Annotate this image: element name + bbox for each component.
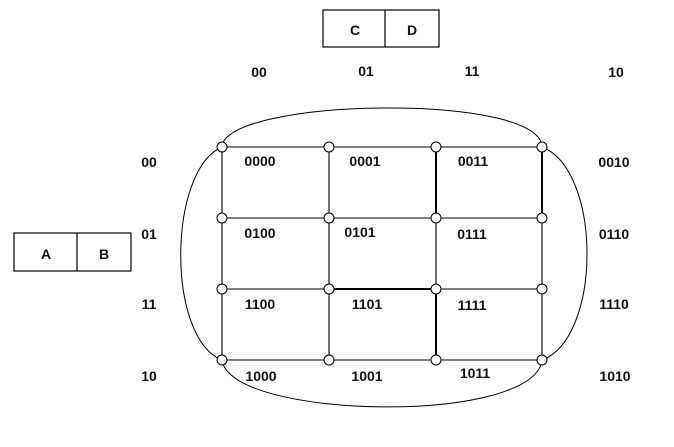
node	[536, 283, 548, 295]
node	[216, 354, 228, 366]
wraparound-edges	[180, 107, 588, 408]
column-label-3: 10	[608, 64, 624, 80]
cell-1000: 1000	[245, 368, 276, 384]
cell-0001: 0001	[349, 153, 380, 169]
row-label-2: 11	[142, 296, 157, 312]
grid-edges	[221, 146, 543, 361]
node	[216, 212, 228, 224]
grid-nodes	[216, 141, 548, 366]
node	[323, 212, 335, 224]
column-label-2: 11	[465, 63, 480, 79]
ab-variable-box: A B	[13, 232, 132, 272]
column-label-1: 01	[358, 63, 374, 79]
cell-0110: 0110	[599, 226, 630, 242]
node	[216, 283, 228, 295]
cell-0000: 0000	[244, 153, 275, 169]
node	[430, 212, 442, 224]
highlighted-edges	[329, 147, 543, 360]
left-wrap-edge	[180, 146, 223, 361]
variable-b: B	[99, 246, 109, 262]
row-label-0: 00	[141, 154, 157, 170]
cell-1100: 1100	[245, 296, 276, 312]
cell-1101: 1101	[352, 296, 383, 312]
cell-0111: 0111	[457, 226, 487, 242]
node	[323, 141, 335, 153]
right-wrap-edge	[541, 146, 588, 361]
cell-1110: 1110	[599, 296, 629, 312]
variable-c: C	[350, 22, 360, 38]
node	[430, 354, 442, 366]
node	[216, 141, 228, 153]
bottom-wrap-edge	[221, 359, 543, 408]
node	[323, 283, 335, 295]
cell-1111: 1111	[458, 297, 487, 313]
node	[536, 212, 548, 224]
top-wrap-edge	[221, 107, 543, 148]
node	[536, 141, 548, 153]
node	[430, 141, 442, 153]
cell-1010: 1010	[599, 368, 630, 384]
cell-1001: 1001	[351, 368, 382, 384]
row-label-1: 01	[141, 226, 157, 242]
cell-0011: 0011	[458, 153, 489, 169]
cell-0100: 0100	[244, 225, 275, 241]
cd-variable-box: C D	[322, 9, 440, 48]
node	[430, 283, 442, 295]
node	[323, 354, 335, 366]
cell-1011: 1011	[460, 365, 491, 381]
variable-a: A	[41, 246, 51, 262]
row-label-3: 10	[141, 368, 157, 384]
variable-d: D	[407, 22, 417, 38]
cell-0010: 0010	[598, 154, 629, 170]
cell-0101: 0101	[344, 224, 375, 240]
node	[536, 354, 548, 366]
column-label-0: 00	[251, 64, 267, 80]
